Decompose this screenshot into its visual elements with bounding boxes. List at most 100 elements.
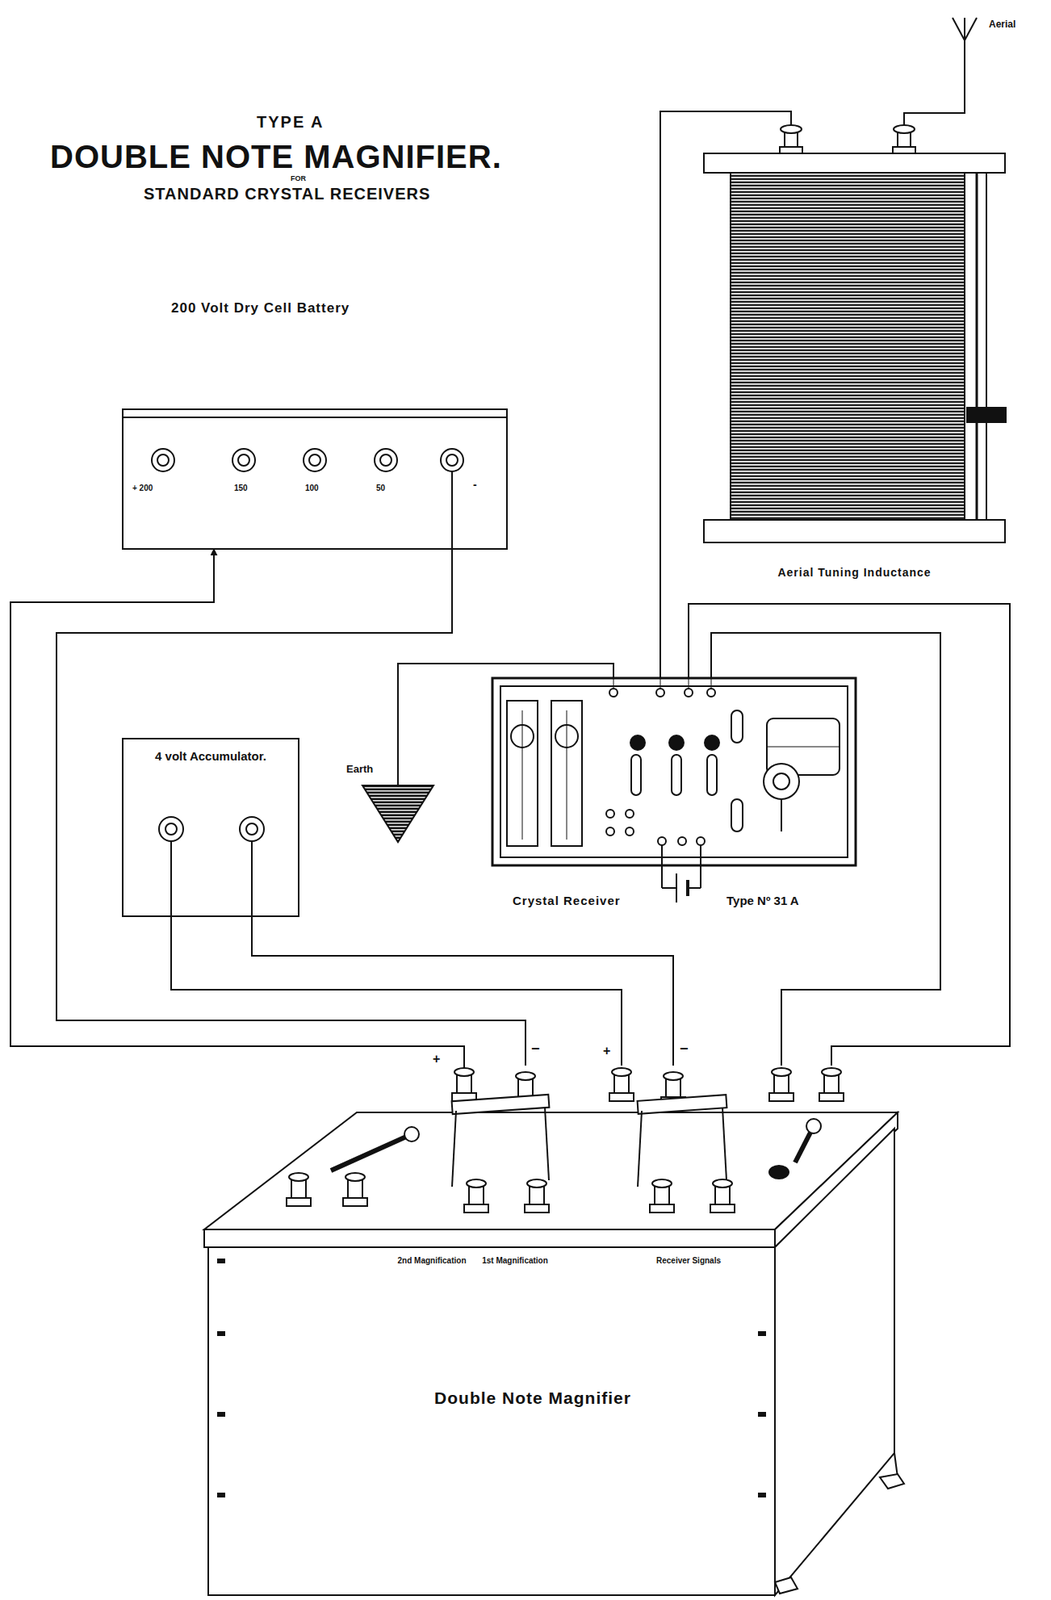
- tuning-coil-part: [985, 172, 988, 520]
- aerial-symbol: [952, 17, 977, 73]
- magnifier-terminal-part: [771, 1067, 792, 1077]
- dry-battery-part: [122, 409, 507, 549]
- magnifier-terminal-part: [652, 1179, 672, 1188]
- crystal-receiver-panel-part: [606, 827, 615, 836]
- wire: [711, 632, 941, 1066]
- tuning-coil-part: [730, 172, 965, 520]
- magnifier-terminal-part: [663, 1071, 683, 1081]
- switch-bridge: [330, 1094, 821, 1187]
- tuning-coil-part: [967, 407, 1006, 423]
- node-label: 4 volt Accumulator.: [130, 749, 291, 764]
- dry-battery-part: [151, 448, 175, 472]
- crystal-receiver-panel-part: [675, 873, 678, 903]
- node-label: 200 Volt Dry Cell Battery: [171, 301, 350, 317]
- crystal-receiver-panel-part: [551, 700, 583, 846]
- crystal-receiver-panel-part: [699, 845, 702, 888]
- magnifier-terminal-part: [454, 1067, 474, 1077]
- magnifier-terminal-part: [288, 1172, 309, 1181]
- magnifier-terminal-part: [710, 1204, 735, 1213]
- magnifier-terminal-part: [466, 1179, 486, 1188]
- aerial-symbol-part: [952, 17, 965, 41]
- magnifier-terminal-part: [821, 1067, 842, 1077]
- node-label: Aerial: [988, 19, 1016, 30]
- illustration-part: [122, 17, 1006, 1596]
- accumulator-part: [239, 816, 264, 842]
- crystal-receiver-panel-part: [492, 678, 856, 866]
- wire: [688, 603, 1010, 1066]
- node-sublabel: 50: [376, 483, 386, 493]
- aerial-symbol-part: [964, 17, 977, 41]
- tuning-coil-part: [892, 146, 916, 154]
- battery-box: 200 Volt Dry Cell Battery+ 20015010050-: [122, 409, 507, 549]
- magnifier-terminal-part: [524, 1204, 549, 1213]
- dry-battery: [122, 409, 507, 549]
- crystal-receiver-panel-part: [671, 754, 682, 796]
- wire: [251, 916, 674, 1066]
- magnifier-terminal-part: [649, 1204, 675, 1213]
- magnifier-terminal: [286, 1065, 844, 1213]
- crystal-receiver-panel-part: [766, 746, 840, 748]
- magnifier-terminal-part: [712, 1179, 733, 1188]
- crystal-receiver-panel-part: [661, 845, 663, 888]
- accumulator: [122, 738, 299, 917]
- crystal-receiver-panel-part: [704, 735, 720, 750]
- accumulator-part: [251, 841, 253, 917]
- magnifier-terminal-part: [463, 1065, 465, 1068]
- tuning-coil-part: [893, 125, 915, 134]
- crystal-receiver-panel-part: [625, 809, 634, 818]
- magnifier-box-part: [879, 1473, 905, 1489]
- magnifier-box: [204, 1112, 905, 1596]
- tuning-inductance: Aerial Tuning Inductance: [703, 121, 1009, 588]
- crystal-receiver-panel-part: [669, 735, 684, 750]
- magnifier-box-part: [217, 1493, 225, 1497]
- title-line: FOR: [290, 175, 306, 184]
- aerial-symbol-part: [963, 17, 966, 41]
- dry-battery-part: [303, 448, 327, 472]
- crystal-receiver-panel-part: [773, 773, 790, 790]
- node-label: Earth: [346, 763, 373, 775]
- tuning-coil: [703, 121, 1006, 543]
- dry-battery-part: [157, 454, 169, 466]
- aerial-symbol-part: [963, 40, 966, 73]
- switch-bridge-part: [452, 1110, 457, 1187]
- magnifier-terminal-part: [819, 1092, 844, 1102]
- crystal-receiver-panel-part: [684, 688, 693, 697]
- polarity-sign: −: [531, 1041, 541, 1058]
- crystal-receiver-panel-part: [707, 754, 717, 796]
- accumulator-part: [246, 823, 258, 835]
- node-sublabel: Double Note Magnifier: [322, 1388, 743, 1407]
- accumulator-part: [165, 823, 177, 835]
- switch-bridge-part: [722, 1107, 727, 1181]
- switch-bridge-part: [806, 1118, 821, 1134]
- magnifier-box-part: [217, 1259, 225, 1263]
- wire: [171, 916, 622, 1066]
- crystal-receiver-panel-part: [687, 887, 701, 889]
- magnifier-box-part: [774, 1128, 895, 1596]
- crystal-receiver-panel-part: [613, 678, 615, 689]
- switch-bridge-part: [637, 1094, 728, 1114]
- switch-bridge-part: [404, 1126, 419, 1142]
- node-sublabel: + 200: [132, 483, 153, 493]
- crystal-receiver-panel-part: [660, 678, 662, 689]
- crystal-receiver-panel-part: [522, 710, 524, 840]
- node-label: 2nd Magnification: [387, 1256, 477, 1265]
- crystal-receiver-panel-part: [656, 688, 665, 697]
- aerial: Aerial: [948, 14, 1047, 73]
- magnifier-terminal-part: [515, 1071, 536, 1081]
- crystal-receiver-panel-part: [500, 686, 848, 858]
- crystal-receiver: Crystal ReceiverType Nº 31 A: [492, 678, 856, 921]
- magnifier-box-part: [758, 1331, 766, 1336]
- crystal-receiver-panel-part: [780, 799, 783, 832]
- dry-battery-part: [238, 454, 250, 466]
- crystal-receiver-panel-part: [686, 879, 690, 897]
- node-sublabel: 100: [305, 483, 319, 493]
- node-sublabel: -: [473, 478, 478, 491]
- crystal-receiver-panel-part: [688, 678, 690, 689]
- crystal-receiver-panel-part: [657, 837, 666, 846]
- polarity-sign: +: [602, 1043, 611, 1059]
- dry-battery-part: [122, 416, 507, 419]
- node-sublabel: 150: [234, 483, 248, 493]
- crystal-receiver-panel-part: [707, 688, 716, 697]
